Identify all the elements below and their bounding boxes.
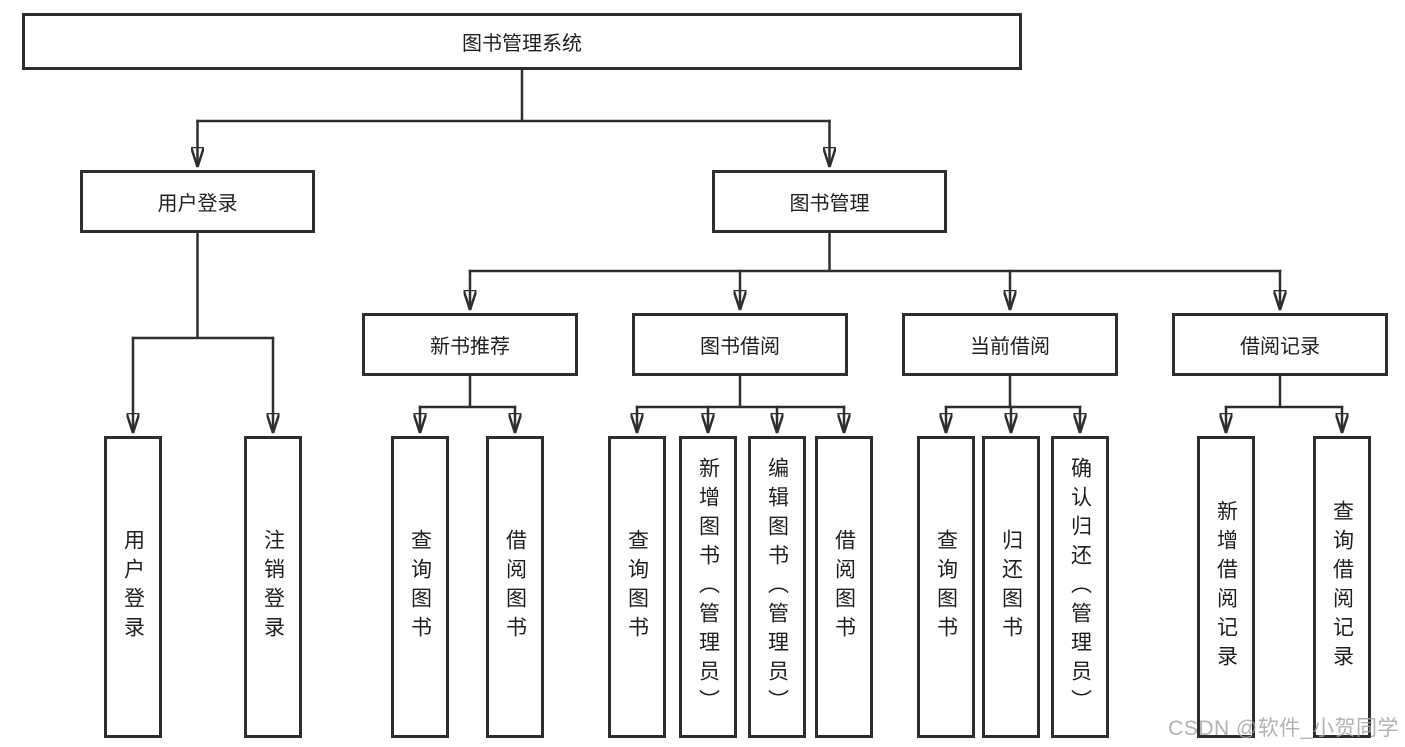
node-book-management: 图书管理 xyxy=(712,170,947,233)
leaf-label: 归还图书 xyxy=(999,529,1023,645)
edge-borrow-records-to-leaves xyxy=(1226,374,1342,434)
edge-new-book-recommend-to-leaves xyxy=(420,374,515,434)
edge-root-to-level2 xyxy=(198,68,830,168)
leaf-borrow-books-borrow: 借阅图书 xyxy=(815,436,873,738)
node-current-borrow: 当前借阅 xyxy=(902,313,1118,376)
edge-current-borrow-to-leaves xyxy=(946,374,1080,434)
leaf-confirm-return-admin: 确认归还（管理员） xyxy=(1051,436,1109,738)
leaf-query-books-borrow: 查询图书 xyxy=(608,436,666,738)
leaf-label: 借阅图书 xyxy=(503,529,527,645)
leaf-add-borrow-record: 新增借阅记录 xyxy=(1197,436,1255,738)
leaf-label: 查询图书 xyxy=(408,529,432,645)
leaf-label: 新增图书（管理员） xyxy=(696,456,720,718)
leaf-query-books-recommend: 查询图书 xyxy=(391,436,449,738)
leaf-edit-book-admin: 编辑图书（管理员） xyxy=(748,436,806,738)
leaf-query-borrow-record: 查询借阅记录 xyxy=(1313,436,1371,738)
node-new-book-recommend: 新书推荐 xyxy=(362,313,578,376)
edge-book-borrow-to-leaves xyxy=(637,374,844,434)
node-root-system: 图书管理系统 xyxy=(22,13,1022,70)
leaf-return-book: 归还图书 xyxy=(982,436,1040,738)
leaf-query-books-current: 查询图书 xyxy=(917,436,975,738)
node-book-borrow: 图书借阅 xyxy=(632,313,848,376)
node-user-login: 用户登录 xyxy=(80,170,315,233)
node-borrow-records: 借阅记录 xyxy=(1172,313,1388,376)
leaf-label: 查询借阅记录 xyxy=(1330,500,1354,674)
leaf-label: 编辑图书（管理员） xyxy=(765,456,789,718)
leaf-label: 用户登录 xyxy=(121,529,145,645)
leaf-borrow-books-recommend: 借阅图书 xyxy=(486,436,544,738)
leaf-label: 借阅图书 xyxy=(832,529,856,645)
leaf-label: 查询图书 xyxy=(934,529,958,645)
csdn-watermark: CSDN @软件_小贺同学 xyxy=(1168,717,1399,740)
leaf-label: 新增借阅记录 xyxy=(1214,500,1238,674)
leaf-logout: 注销登录 xyxy=(244,436,302,738)
edge-user-login-to-leaves xyxy=(133,231,273,434)
leaf-label: 确认归还（管理员） xyxy=(1068,456,1092,718)
leaf-label: 查询图书 xyxy=(625,529,649,645)
edge-book-management-to-level3 xyxy=(470,231,1280,311)
leaf-user-login: 用户登录 xyxy=(104,436,162,738)
leaf-add-book-admin: 新增图书（管理员） xyxy=(679,436,737,738)
leaf-label: 注销登录 xyxy=(261,529,285,645)
